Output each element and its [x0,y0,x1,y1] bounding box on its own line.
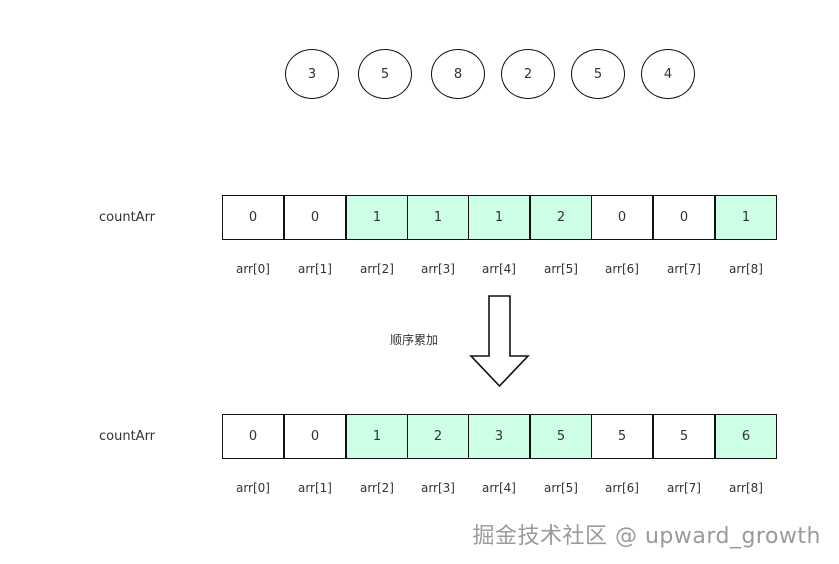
bottom-index-6: arr[6] [604,481,639,495]
input-value: 5 [380,66,390,82]
bottom-index-4: arr[4] [481,481,516,495]
top-index-2: arr[2] [359,262,394,276]
input-value: 4 [663,66,673,82]
bottom-index-1: arr[1] [297,481,332,495]
bottom-index-3: arr[3] [420,481,455,495]
top-cell-8: 1 [715,195,777,240]
bottom-cell-8: 6 [715,414,777,459]
input-circle-0: 3 [285,49,339,99]
top-index-6: arr[6] [604,262,639,276]
bottom-index-2: arr[2] [359,481,394,495]
top-index-5: arr[5] [543,262,578,276]
arrow-label: 顺序累加 [390,333,439,347]
input-circle-4: 5 [571,49,625,99]
bottom-index-5: arr[5] [543,481,578,495]
bottom-index-0: arr[0] [235,481,270,495]
top-index-0: arr[0] [235,262,270,276]
input-value: 2 [523,66,533,82]
top-index-7: arr[7] [666,262,701,276]
bottom-cell-7: 5 [653,414,715,459]
top-index-1: arr[1] [297,262,332,276]
input-value: 3 [307,66,317,82]
input-value: 8 [453,66,463,82]
bottom-cell-2: 1 [346,414,408,459]
top-cell-6: 0 [591,195,653,240]
top-index-4: arr[4] [481,262,516,276]
top-cell-7: 0 [653,195,715,240]
top-cell-2: 1 [346,195,408,240]
bottom-row-label: countArr [99,429,156,444]
down-arrow-shape [469,295,530,388]
bottom-cell-3: 2 [407,414,469,459]
top-index-3: arr[3] [420,262,455,276]
top-cell-3: 1 [407,195,469,240]
input-circle-2: 8 [431,49,485,99]
bottom-cell-4: 3 [468,414,530,459]
input-circle-5: 4 [641,49,695,99]
bottom-cell-6: 5 [591,414,653,459]
top-cell-1: 0 [284,195,346,240]
watermark: 掘金技术社区 @ upward_growth [472,524,821,549]
down-arrow-icon [469,295,530,388]
input-circle-3: 2 [501,49,555,99]
bottom-cell-1: 0 [284,414,346,459]
bottom-index-8: arr[8] [728,481,763,495]
top-row-label: countArr [99,210,156,225]
input-circle-1: 5 [358,49,412,99]
bottom-index-7: arr[7] [666,481,701,495]
bottom-cell-0: 0 [222,414,284,459]
input-value: 5 [593,66,603,82]
top-cell-5: 2 [530,195,592,240]
top-cell-0: 0 [222,195,284,240]
bottom-cell-5: 5 [530,414,592,459]
top-index-8: arr[8] [728,262,763,276]
top-cell-4: 1 [468,195,530,240]
